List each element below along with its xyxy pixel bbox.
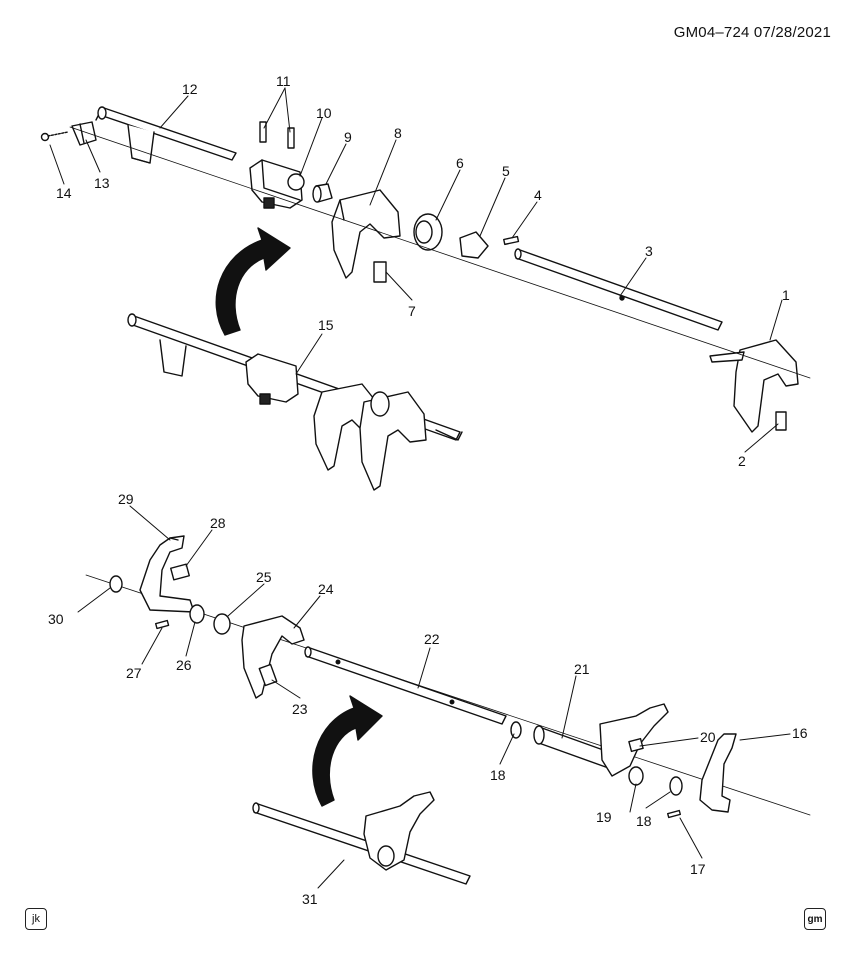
part-21-shaft-fork — [533, 703, 669, 777]
jk-badge-icon: jk — [25, 908, 47, 930]
part-5-hub — [459, 231, 489, 259]
part-9-bushing — [312, 183, 333, 203]
part-6-ring — [413, 213, 443, 251]
axis-line-bottom — [85, 574, 811, 816]
callout-25: 25 — [256, 569, 272, 585]
callout-12: 12 — [182, 81, 198, 97]
callout-8: 8 — [394, 125, 402, 141]
part-20-block — [628, 737, 644, 753]
part-11-pins — [259, 121, 295, 149]
callout-9: 9 — [344, 129, 352, 145]
callout-14: 14 — [56, 185, 72, 201]
callout-7: 7 — [408, 303, 416, 319]
part-8-fork — [331, 189, 401, 283]
callout-19: 19 — [596, 809, 612, 825]
assembly-31 — [252, 791, 471, 885]
callout-13: 13 — [94, 175, 110, 191]
assembly-arrow-top — [215, 227, 291, 336]
callout-5: 5 — [502, 163, 510, 179]
callout-16: 16 — [792, 725, 808, 741]
callout-26: 26 — [176, 657, 192, 673]
diagram-date: 07/28/2021 — [753, 24, 831, 41]
callout-2: 2 — [738, 453, 746, 469]
callout-21: 21 — [574, 661, 590, 677]
callout-27: 27 — [126, 665, 142, 681]
gm-logo-icon: gm — [804, 908, 826, 930]
callout-23: 23 — [292, 701, 308, 717]
callout-30: 30 — [48, 611, 64, 627]
part-18-bushing-left — [510, 721, 522, 739]
callout-labels: 1 2 3 4 5 6 7 8 9 10 11 12 13 14 15 16 1… — [48, 73, 808, 907]
callout-11: 11 — [276, 73, 291, 89]
part-14-screw — [40, 131, 69, 142]
part-4-pin — [503, 235, 520, 246]
part-27-pin — [154, 619, 170, 630]
shaft-3 — [514, 248, 723, 331]
callout-3: 3 — [645, 243, 653, 259]
part-13-clip — [71, 121, 97, 146]
callout-24: 24 — [318, 581, 334, 597]
part-17-pin — [666, 809, 682, 819]
part-26-ring — [189, 604, 205, 624]
part-1-fork — [709, 339, 799, 433]
part-10-block — [249, 159, 305, 209]
part-16-fork — [699, 733, 737, 813]
callout-29: 29 — [118, 491, 134, 507]
callout-15: 15 — [318, 317, 334, 333]
callout-4: 4 — [534, 187, 542, 203]
callout-6: 6 — [456, 155, 464, 171]
assembly-arrow-bottom — [312, 695, 383, 807]
callout-18a: 18 — [490, 767, 506, 783]
diagram-header: GM04–724 07/28/2021 — [674, 24, 831, 41]
part-24-fork — [241, 615, 305, 699]
callout-18b: 18 — [636, 813, 652, 829]
shaft-22 — [304, 646, 507, 725]
part-19-ring — [628, 766, 644, 786]
part-28-block — [170, 563, 190, 581]
part-18-bushing-right — [669, 776, 683, 796]
diagram-code: GM04–724 — [673, 24, 750, 41]
assembly-15 — [127, 313, 463, 491]
callout-22: 22 — [424, 631, 440, 647]
shaft-12 — [95, 106, 237, 164]
callout-1: 1 — [782, 287, 790, 303]
part-25-ring — [213, 613, 231, 635]
axis-line-top — [69, 126, 811, 379]
callout-10: 10 — [316, 105, 332, 121]
part-30-ring — [109, 575, 123, 593]
callout-28: 28 — [210, 515, 226, 531]
callout-20: 20 — [700, 729, 716, 745]
callout-31: 31 — [302, 891, 318, 907]
callout-17: 17 — [690, 861, 706, 877]
leader-lines — [49, 87, 791, 889]
